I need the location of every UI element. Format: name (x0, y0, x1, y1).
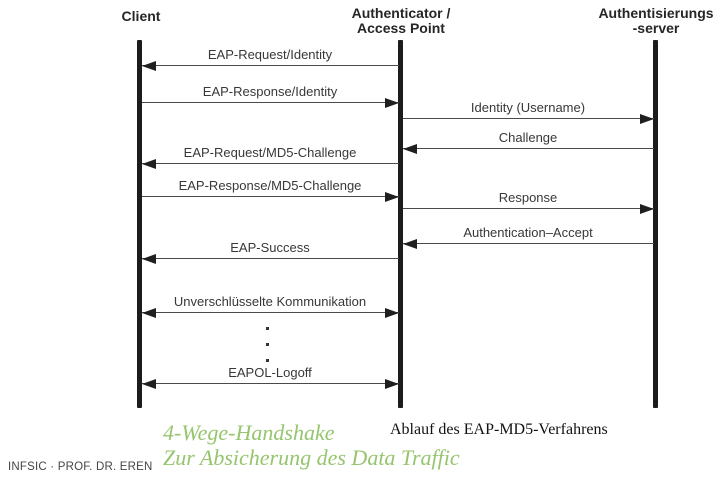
message-label: Authentication–Accept (463, 225, 593, 240)
message-line (141, 65, 399, 66)
message-line (402, 243, 654, 244)
handshake-note-line1: 4-Wege-Handshake (163, 420, 335, 445)
arrow-head-right-icon (384, 98, 399, 108)
message-line (141, 163, 399, 164)
message-label: Unverschlüsselte Kommunikation (173, 294, 367, 309)
arrow-head-right-icon (639, 204, 654, 214)
lifeline-server (653, 40, 658, 408)
message-line (402, 208, 654, 209)
message-label: EAP-Success (230, 240, 310, 255)
message-line (141, 196, 399, 197)
actor-client-line1: Client (121, 8, 161, 24)
continuation-dot (266, 359, 269, 362)
message-label: Identity (Username) (470, 100, 586, 115)
handshake-note-line2: Zur Absicherung des Data Traffic (163, 445, 460, 470)
continuation-dot (266, 327, 269, 330)
message-line (402, 148, 654, 149)
arrow-head-left-icon (141, 254, 156, 264)
actor-label-client: Client (122, 9, 161, 24)
lifeline-authenticator (398, 40, 403, 408)
arrow-head-left-icon (141, 61, 156, 71)
continuation-dot (266, 343, 269, 346)
arrow-head-right-icon (384, 192, 399, 202)
message-label: EAP-Request/MD5-Challenge (183, 145, 357, 160)
actor-authenticator-line2: Access Point (357, 20, 445, 36)
lifeline-client (137, 40, 142, 408)
message-label: EAP-Response/Identity (202, 84, 338, 99)
message-line (141, 383, 399, 384)
arrow-head-left-icon (141, 379, 156, 389)
actor-server-line2: -server (632, 20, 680, 36)
actor-authenticator-line1: Authenticator / (351, 5, 451, 21)
arrow-head-right-icon (384, 379, 399, 389)
message-line (402, 118, 654, 119)
arrow-head-left-icon (402, 239, 417, 249)
message-line (141, 312, 399, 313)
message-line (141, 258, 399, 259)
message-label: EAP-Response/MD5-Challenge (178, 178, 362, 193)
actor-label-authenticator: Authenticator / Access Point (352, 6, 451, 36)
message-label: Challenge (498, 130, 558, 145)
footer-credit: INFSIC · PROF. DR. EREN (8, 461, 153, 473)
diagram-caption: Ablauf des EAP-MD5-Verfahrens (390, 421, 608, 438)
arrow-head-right-icon (639, 114, 654, 124)
message-line (141, 102, 399, 103)
message-label: EAPOL-Logoff (228, 365, 312, 380)
actor-server-line1: Authentisierungs (598, 5, 714, 21)
message-label: Response (498, 190, 558, 205)
actor-label-server: Authentisierungs -server (598, 6, 713, 36)
arrow-head-left-icon (402, 144, 417, 154)
arrow-head-left-icon (141, 159, 156, 169)
message-label: EAP-Request/Identity (207, 47, 333, 62)
arrow-head-left-icon (141, 308, 156, 318)
arrow-head-right-icon (384, 308, 399, 318)
